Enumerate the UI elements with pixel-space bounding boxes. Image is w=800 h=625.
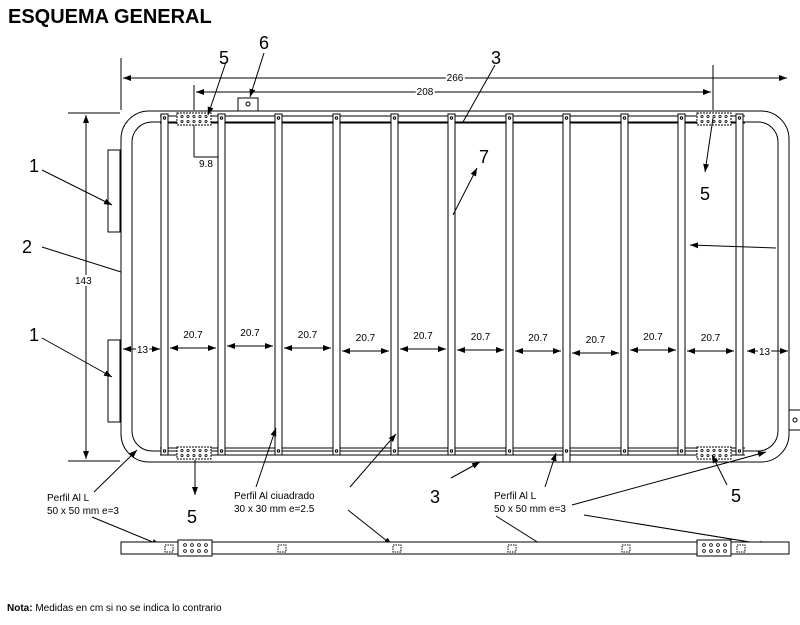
callout-5-right: 5 <box>700 184 710 204</box>
profile-left-name: Perfil Al L <box>47 493 90 504</box>
corner-plates <box>176 112 732 460</box>
side-view-details <box>164 539 746 557</box>
crossbar <box>332 113 341 456</box>
spacing-label: 20.7 <box>528 333 548 344</box>
side-view-hole <box>277 544 287 553</box>
spacing-label: 20.7 <box>586 335 606 346</box>
callout-arrows <box>41 52 777 551</box>
corner-plate <box>696 446 732 460</box>
callout-7: 7 <box>479 147 489 167</box>
side-view-hole <box>621 544 631 553</box>
profile-left-size: 50 x 50 mm e=3 <box>47 506 119 517</box>
profile-right-size: 50 x 50 mm e=3 <box>494 504 566 515</box>
spacing-label: 20.7 <box>471 332 491 343</box>
spacing-label: 20.7 <box>413 331 433 342</box>
side-view-hole <box>392 544 402 553</box>
callout-5-bottom-left: 5 <box>187 507 197 527</box>
dim-end-left: 13 <box>137 345 149 356</box>
page-title: ESQUEMA GENERAL <box>8 6 212 28</box>
crossbar <box>735 113 744 456</box>
crossbar <box>562 113 571 463</box>
callout-3-bottom: 3 <box>430 487 440 507</box>
side-view-hole <box>736 544 746 553</box>
side-pads <box>107 149 121 423</box>
spacing-label: 20.7 <box>298 330 318 341</box>
spacing-label: 20.7 <box>643 332 663 343</box>
end-dimensions <box>123 346 788 354</box>
crossbars <box>160 113 744 463</box>
top-dimensions <box>120 58 787 158</box>
corner-plate <box>696 112 732 126</box>
crossbar <box>274 113 283 456</box>
note-label: Nota: <box>7 603 33 614</box>
dim-tab-width: 9.8 <box>199 159 213 170</box>
corner-plate <box>176 446 212 460</box>
spacing-label: 20.7 <box>240 328 260 339</box>
right-bracket <box>788 409 800 431</box>
callout-1-bottom: 1 <box>29 325 39 345</box>
profile-square-size: 30 x 30 mm e=2.5 <box>234 504 315 515</box>
crossbar <box>390 113 399 456</box>
corner-plate <box>176 112 212 126</box>
profile-right-name: Perfil Al L <box>494 491 537 502</box>
dim-overall-length: 266 <box>447 73 464 84</box>
dim-width: 143 <box>75 276 92 287</box>
dim-end-right: 13 <box>759 347 771 358</box>
side-view-hole <box>164 544 174 553</box>
callout-3-top: 3 <box>491 48 501 68</box>
spacing-label: 20.7 <box>701 333 721 344</box>
crossbar <box>620 113 629 456</box>
dim-inner-length: 208 <box>417 87 434 98</box>
spacing-dimensions: 20.7 20.7 20.7 20.7 20.7 20.7 20.7 20.7 20.7 20.7 <box>170 328 734 356</box>
callout-6: 6 <box>259 33 269 53</box>
top-bracket <box>237 97 259 112</box>
side-view-plate <box>696 539 732 557</box>
crossbar <box>160 113 169 456</box>
callout-2: 2 <box>22 237 32 257</box>
crossbar <box>505 113 514 456</box>
note-text: Medidas en cm si no se indica lo contrar… <box>35 603 222 614</box>
footer-note: Nota: Medidas en cm si no se indica lo c… <box>7 603 222 614</box>
crossbar <box>217 113 226 456</box>
callout-5-bottom-right: 5 <box>731 486 741 506</box>
width-dimension <box>68 112 120 462</box>
side-view-bar <box>120 541 790 555</box>
crossbar <box>447 113 456 456</box>
spacing-label: 20.7 <box>356 333 376 344</box>
side-view-plate <box>177 539 213 557</box>
callout-5-top: 5 <box>219 48 229 68</box>
profile-square-name: Perfil Al ciuadrado <box>234 491 315 502</box>
spacing-label: 20.7 <box>183 330 203 341</box>
callout-1-top: 1 <box>29 156 39 176</box>
side-view-hole <box>507 544 517 553</box>
crossbar <box>677 113 686 456</box>
